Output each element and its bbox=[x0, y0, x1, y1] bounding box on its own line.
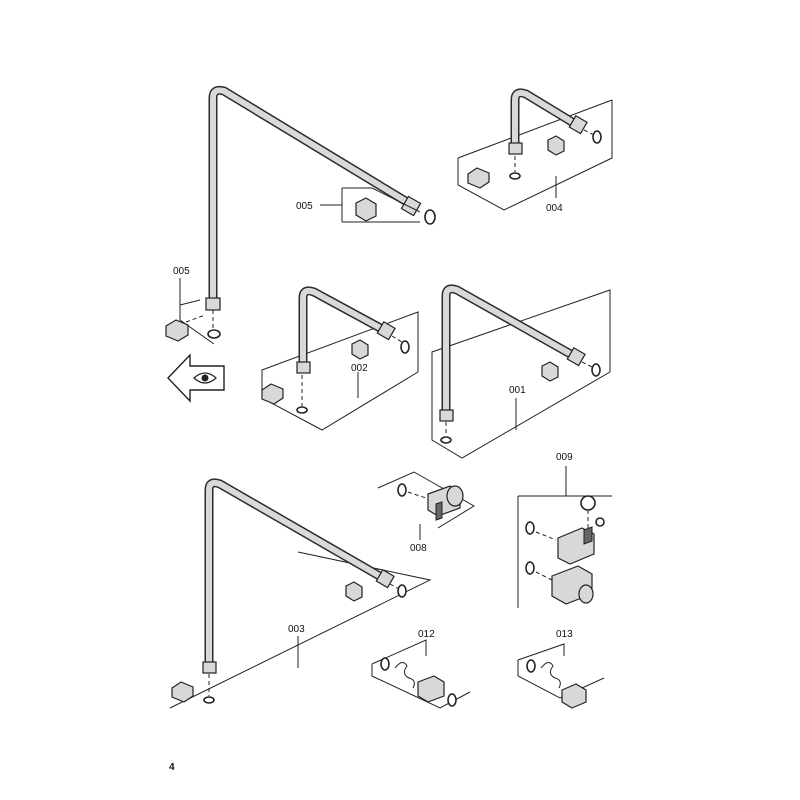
valve-port bbox=[578, 584, 594, 604]
clip bbox=[547, 135, 565, 156]
pipe-003-assembly bbox=[169, 478, 432, 709]
clip bbox=[165, 319, 189, 342]
clip bbox=[351, 339, 369, 360]
seal-ring bbox=[207, 329, 221, 339]
clip bbox=[541, 361, 559, 382]
clip bbox=[345, 581, 363, 602]
eye-icon bbox=[193, 372, 217, 384]
retaining-clip bbox=[540, 662, 561, 689]
seal-ring bbox=[397, 483, 407, 497]
seal-ring bbox=[526, 659, 536, 673]
part-009-valve-set bbox=[517, 466, 612, 608]
valve-thread bbox=[435, 501, 443, 521]
pipe-nut bbox=[296, 361, 311, 374]
seal-ring bbox=[296, 406, 308, 414]
view-direction-arrow-icon bbox=[167, 353, 225, 403]
pipe-005-assembly bbox=[205, 85, 436, 311]
clip bbox=[467, 167, 490, 189]
seal-ring bbox=[509, 172, 521, 180]
clip bbox=[355, 197, 377, 222]
retaining-clip bbox=[394, 662, 415, 689]
pipe-nut bbox=[568, 114, 588, 135]
label-012: 012 bbox=[418, 629, 435, 640]
seal-ring bbox=[580, 495, 596, 511]
pipe-005-lower-fittings bbox=[165, 278, 221, 345]
valve-port bbox=[446, 485, 464, 507]
seal-ring bbox=[525, 561, 535, 575]
coupling-body bbox=[417, 675, 445, 703]
label-005-top: 005 bbox=[296, 201, 313, 212]
coupling-body bbox=[561, 683, 587, 709]
seal-ring bbox=[592, 130, 602, 144]
seal-ring bbox=[595, 517, 605, 527]
pipe-001-assembly bbox=[431, 284, 611, 459]
pipe-nut bbox=[508, 142, 523, 155]
pipe-004-assembly bbox=[457, 88, 613, 211]
seal-ring bbox=[203, 696, 215, 704]
seal-ring bbox=[400, 340, 410, 354]
label-001: 001 bbox=[509, 385, 526, 396]
part-008-valve bbox=[377, 471, 475, 540]
clip bbox=[261, 383, 284, 405]
part-012-coupling bbox=[371, 639, 471, 709]
label-008: 008 bbox=[410, 543, 427, 554]
label-009: 009 bbox=[556, 452, 573, 463]
pipe-nut bbox=[376, 320, 396, 341]
seal-ring bbox=[447, 693, 457, 707]
pipe-002-assembly bbox=[261, 286, 419, 431]
pipe-nut bbox=[202, 661, 217, 674]
pipe-nut bbox=[566, 346, 586, 367]
valve-thread bbox=[583, 526, 593, 545]
pipe-nut bbox=[205, 297, 221, 311]
clip bbox=[171, 681, 194, 703]
pipe-nut bbox=[400, 195, 422, 217]
seal-ring bbox=[424, 209, 436, 225]
label-005-left: 005 bbox=[173, 266, 190, 277]
pipe-nut bbox=[375, 568, 395, 589]
page-number: 4 bbox=[169, 762, 175, 773]
label-002: 002 bbox=[351, 363, 368, 374]
pipe-nut bbox=[439, 409, 454, 422]
seal-ring bbox=[525, 521, 535, 535]
seal-ring bbox=[440, 436, 452, 444]
label-003: 003 bbox=[288, 624, 305, 635]
seal-ring bbox=[380, 657, 390, 671]
label-004: 004 bbox=[546, 203, 563, 214]
seal-ring bbox=[397, 584, 407, 598]
seal-ring bbox=[591, 363, 601, 377]
part-013-coupling bbox=[517, 643, 605, 709]
label-013: 013 bbox=[556, 629, 573, 640]
